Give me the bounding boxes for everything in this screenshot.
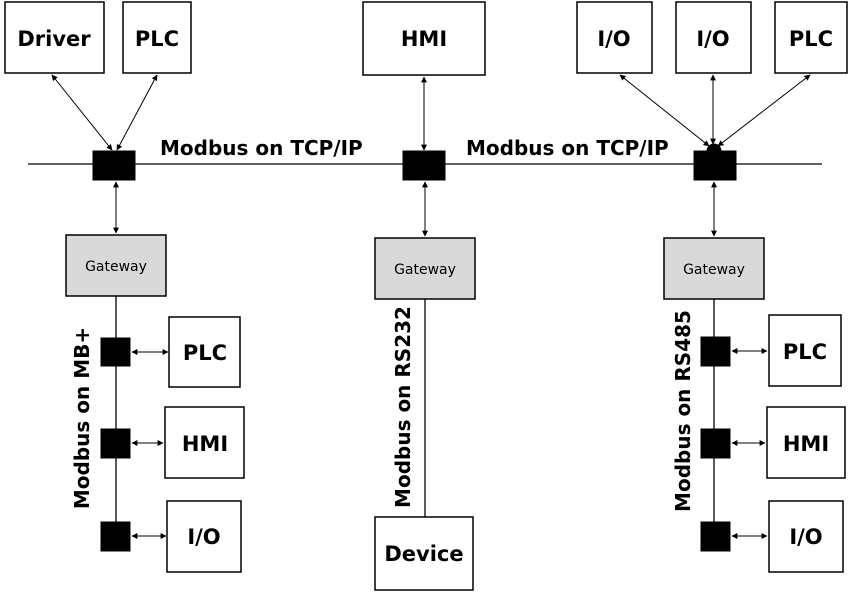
svg-text:Device: Device	[384, 542, 463, 566]
middle-branch-bus-label: Modbus on RS232	[391, 306, 415, 508]
arrow-driver	[51, 74, 113, 151]
top-device-io-2: I/O	[675, 1, 752, 74]
right-branch-node-2	[700, 428, 731, 459]
right-branch-bus-label: Modbus on RS485	[671, 310, 695, 512]
svg-text:Gateway: Gateway	[85, 259, 147, 275]
right-branch-device-io: I/O	[768, 500, 844, 573]
top-device-driver: Driver	[4, 1, 105, 74]
top-device-io-1: I/O	[576, 1, 653, 74]
left-branch-node-1	[100, 337, 131, 367]
gateway-right: Gateway	[663, 237, 765, 300]
backbone-node-middle	[402, 150, 446, 181]
svg-text:HMI: HMI	[783, 432, 829, 456]
right-branch-node-3	[700, 521, 731, 552]
svg-text:I/O: I/O	[789, 525, 822, 549]
top-device-hmi: HMI	[362, 1, 486, 76]
arrow-plc-right	[717, 74, 811, 147]
top-device-plc-left: PLC	[122, 1, 192, 74]
gateway-middle: Gateway	[374, 237, 476, 300]
backbone-node-left	[92, 150, 136, 181]
left-branch-device-io: I/O	[166, 500, 242, 573]
left-branch-node-2	[100, 428, 131, 459]
arrow-plc-left	[116, 74, 158, 151]
svg-text:PLC: PLC	[135, 27, 179, 51]
left-branch-device-plc: PLC	[168, 316, 241, 388]
middle-branch-device: Device	[374, 516, 474, 591]
right-branch-device-hmi: HMI	[766, 406, 846, 479]
svg-text:PLC: PLC	[183, 341, 227, 365]
left-branch-device-hmi: HMI	[164, 406, 245, 479]
svg-text:PLC: PLC	[783, 340, 827, 364]
svg-text:Driver: Driver	[17, 27, 91, 51]
right-branch-device-plc: PLC	[768, 314, 842, 387]
right-branch-node-1	[700, 336, 731, 367]
svg-text:I/O: I/O	[597, 27, 630, 51]
gateway-left: Gateway	[65, 234, 167, 297]
svg-text:Gateway: Gateway	[394, 262, 456, 278]
svg-text:HMI: HMI	[401, 27, 447, 51]
left-branch-node-3	[100, 521, 131, 552]
svg-text:I/O: I/O	[187, 525, 220, 549]
svg-text:I/O: I/O	[696, 27, 729, 51]
backbone-label-left: Modbus on TCP/IP	[160, 136, 363, 160]
svg-text:PLC: PLC	[789, 27, 833, 51]
left-branch-bus-label: Modbus on MB+	[70, 327, 94, 509]
arrow-io-1	[619, 74, 710, 147]
backbone-label-right: Modbus on TCP/IP	[466, 136, 669, 160]
top-device-plc-right: PLC	[774, 1, 848, 74]
svg-text:Gateway: Gateway	[683, 262, 745, 278]
backbone-node-right-cap	[706, 143, 722, 159]
svg-text:HMI: HMI	[182, 432, 228, 456]
